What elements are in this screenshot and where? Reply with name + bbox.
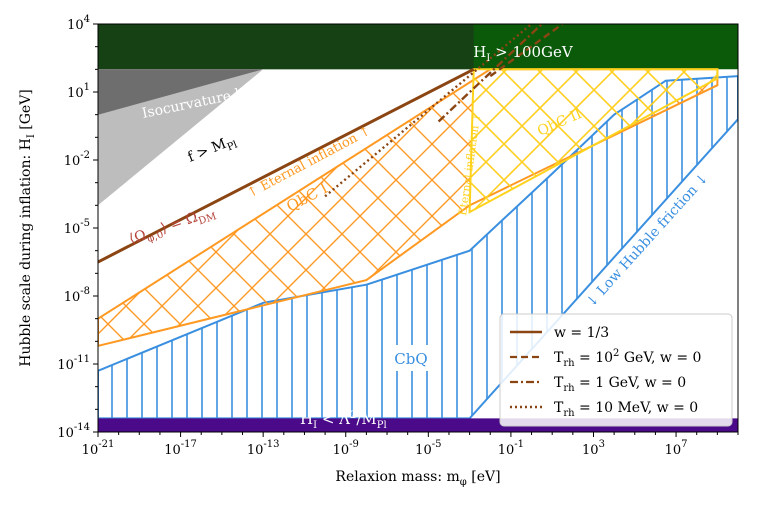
series-line-solid bbox=[98, 67, 475, 264]
y-tick-label: 10-11 bbox=[57, 354, 90, 373]
regions-layer bbox=[98, 24, 738, 432]
cbq-label-box bbox=[388, 345, 434, 371]
y-tick-label: 10-2 bbox=[64, 150, 90, 169]
x-tick-label: 103 bbox=[582, 439, 605, 458]
y-tick-label: 101 bbox=[67, 82, 90, 101]
legend-label-trh-10mev: Trh = 10 MeV, w = 0 bbox=[554, 400, 698, 419]
x-tick-label: 10-9 bbox=[333, 439, 359, 458]
annotation-planck: f > MPl bbox=[186, 132, 240, 168]
legend-box bbox=[499, 313, 733, 427]
curves-layer bbox=[98, 24, 564, 264]
annotation-relic-density: ⟨Ωφ,0⟩ = ΩDM bbox=[127, 203, 218, 250]
annotation-top-excluded: HI > 100GeV bbox=[473, 43, 574, 64]
region-qbc2 bbox=[468, 68, 719, 214]
legend-label-trh-1gev: Trh = 1 GeV, w = 0 bbox=[554, 375, 686, 394]
legend: w = 1/3 Trh = 102 GeV, w = 0 Trh = 1 GeV… bbox=[499, 313, 733, 427]
y-tick-label: 10-8 bbox=[64, 286, 90, 305]
x-tick-label: 10-17 bbox=[164, 439, 197, 458]
region-top-excluded-dark bbox=[98, 24, 474, 70]
annotation-cbq: CbQ bbox=[394, 350, 427, 368]
legend-label-trh-100gev: Trh = 102 GeV, w = 0 bbox=[554, 348, 701, 369]
x-tick-label: 10-13 bbox=[247, 439, 280, 458]
legend-label-w13: w = 1/3 bbox=[554, 325, 609, 341]
annotation-bottom-excluded: HI < Λ2/MPl bbox=[300, 410, 387, 431]
x-tick-label: 10-1 bbox=[498, 439, 524, 458]
y-tick-label: 10-5 bbox=[64, 218, 90, 237]
series-line-dashed bbox=[489, 24, 564, 78]
x-tick-label: 10-21 bbox=[82, 439, 115, 458]
y-tick-label: 104 bbox=[67, 14, 90, 33]
x-axis-label: Relaxion mass: mφ [eV] bbox=[335, 469, 500, 488]
series-line-dashdot bbox=[437, 24, 543, 123]
region-isocurvature bbox=[98, 69, 264, 115]
x-tick-label: 107 bbox=[665, 439, 688, 458]
y-axis-label: Hubble scale during inflation: HI [GeV] bbox=[18, 89, 37, 367]
y-tick-label: 10-14 bbox=[57, 422, 90, 441]
x-tick-label: 10-5 bbox=[415, 439, 441, 458]
